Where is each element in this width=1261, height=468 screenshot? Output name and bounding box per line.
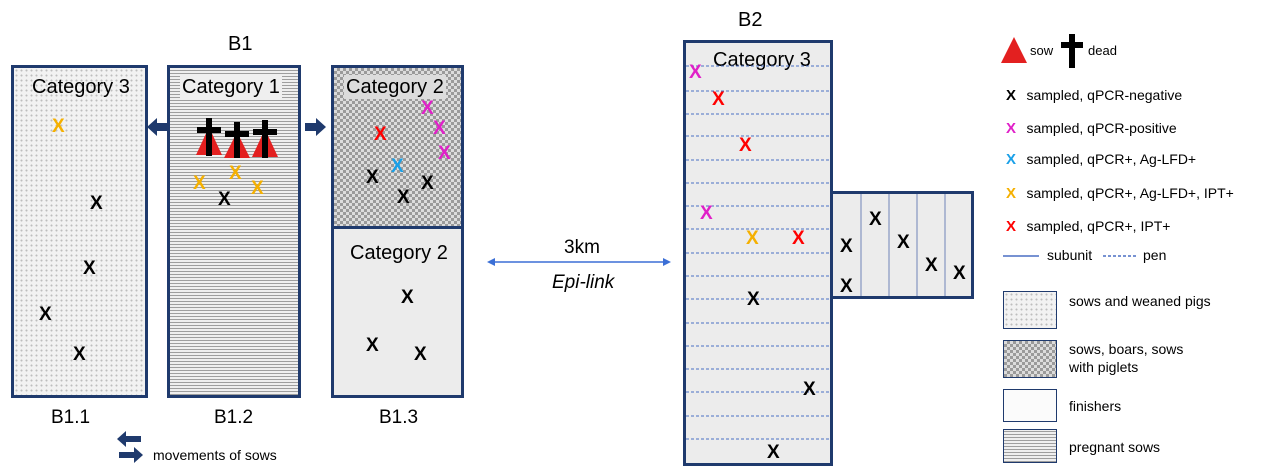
sample-marker: X xyxy=(433,118,446,139)
unit-b1-1-category: Category 3 xyxy=(32,76,130,98)
legend-swatch-checker xyxy=(1003,340,1057,378)
sample-marker: X xyxy=(52,116,65,137)
pen-line-icon xyxy=(1103,255,1137,257)
sample-marker: X xyxy=(792,228,805,249)
legend-ipt-marker: X xyxy=(1006,218,1017,235)
legend-plain-label: finishers xyxy=(1069,398,1122,414)
epi-link-arrow xyxy=(487,258,671,266)
movements-of-sows-icon xyxy=(117,431,143,463)
legend-lines-label: pregnant sows xyxy=(1069,439,1161,455)
sample-marker: X xyxy=(39,304,52,325)
legend-dead-label: dead xyxy=(1088,43,1117,58)
legend-lfd: X sampled, qPCR+, Ag-LFD+ xyxy=(1006,150,1196,170)
sample-marker: X xyxy=(767,442,780,463)
farm-b2-label: B2 xyxy=(738,9,763,31)
movement-arrow-left-icon xyxy=(147,118,168,136)
sample-marker: X xyxy=(193,173,206,194)
unit-b1-1-label: B1.1 xyxy=(51,407,91,428)
sample-marker: X xyxy=(421,173,434,194)
sample-marker: X xyxy=(218,189,231,210)
sample-marker: X xyxy=(374,124,387,145)
link-type: Epi-link xyxy=(552,272,615,293)
unit-b1-2-label: B1.2 xyxy=(214,407,254,428)
movement-arrow-right-icon xyxy=(305,118,326,136)
legend-swatch-lines xyxy=(1003,429,1057,463)
sample-marker: X xyxy=(739,135,752,156)
b2-subunit-dividers xyxy=(860,194,946,296)
sample-marker: X xyxy=(840,236,853,257)
legend-swatch-plain xyxy=(1003,389,1057,422)
sample-marker: X xyxy=(897,232,910,253)
unit-b1-3-upper-category: Category 2 xyxy=(344,75,446,99)
legend-ipt-label: sampled, qPCR+, IPT+ xyxy=(1026,218,1171,234)
legend-checker-label: sows, boars, sows with piglets xyxy=(1069,341,1184,375)
sample-marker: X xyxy=(414,344,427,365)
sample-marker: X xyxy=(438,143,451,164)
legend-lfd-ipt-marker: X xyxy=(1006,185,1017,202)
legend-positive-label: sampled, qPCR-positive xyxy=(1026,120,1177,136)
sample-marker: X xyxy=(391,156,404,177)
legend-lfd-ipt: X sampled, qPCR+, Ag-LFD+, IPT+ xyxy=(1006,184,1234,204)
legend-positive-marker: X xyxy=(1006,120,1017,137)
dead-icon xyxy=(1061,34,1083,68)
movements-of-sows-label: movements of sows xyxy=(153,447,277,463)
sample-marker: X xyxy=(869,209,882,230)
unit-b1-3-lower: Category 2 xyxy=(331,226,464,398)
legend-dots-label: sows and weaned pigs xyxy=(1069,293,1211,309)
legend-negative-label: sampled, qPCR-negative xyxy=(1026,87,1183,103)
legend-lfd-marker: X xyxy=(1006,151,1017,168)
sample-marker: X xyxy=(953,263,966,284)
link-distance: 3km xyxy=(564,237,600,258)
unit-b2-wing xyxy=(830,191,974,299)
dead-icon xyxy=(253,120,277,158)
sample-marker: X xyxy=(689,62,702,83)
b2-pen-dividers xyxy=(686,65,830,440)
dead-icon xyxy=(197,118,221,156)
legend-sow-label: sow xyxy=(1030,43,1054,58)
sample-marker: X xyxy=(746,228,759,249)
sample-marker: X xyxy=(421,98,434,119)
sample-marker: X xyxy=(251,178,264,199)
legend-lfd-label: sampled, qPCR+, Ag-LFD+ xyxy=(1026,151,1197,167)
sample-marker: X xyxy=(397,187,410,208)
sample-marker: X xyxy=(803,379,816,400)
sample-marker: X xyxy=(840,276,853,297)
sample-marker: X xyxy=(712,89,725,110)
subunit-line-icon xyxy=(1003,255,1039,257)
unit-b1-2-category: Category 1 xyxy=(180,75,282,99)
sample-marker: X xyxy=(401,287,414,308)
unit-b1-3-lower-category: Category 2 xyxy=(350,242,448,264)
dead-icon xyxy=(225,122,249,158)
legend-lfd-ipt-label: sampled, qPCR+, Ag-LFD+, IPT+ xyxy=(1026,185,1234,201)
sample-marker: X xyxy=(700,203,713,224)
legend-pen-label: pen xyxy=(1143,247,1167,263)
legend-negative-marker: X xyxy=(1006,87,1017,104)
sample-marker: X xyxy=(90,193,103,214)
sample-marker: X xyxy=(83,258,96,279)
legend-ipt: X sampled, qPCR+, IPT+ xyxy=(1006,217,1170,237)
sample-marker: X xyxy=(925,255,938,276)
sow-icon xyxy=(1001,37,1027,63)
unit-b1-2: Category 1 xyxy=(167,65,301,398)
legend-subunit-label: subunit xyxy=(1047,247,1093,263)
sample-marker: X xyxy=(366,167,379,188)
legend-negative: X sampled, qPCR-negative xyxy=(1006,86,1182,106)
sample-marker: X xyxy=(229,163,242,184)
sample-marker: X xyxy=(747,289,760,310)
unit-b1-3-upper: Category 2 xyxy=(331,65,464,229)
unit-b1-3-label: B1.3 xyxy=(379,407,419,428)
legend-positive: X sampled, qPCR-positive xyxy=(1006,119,1177,139)
farm-b1-label: B1 xyxy=(228,33,253,55)
sample-marker: X xyxy=(366,335,379,356)
legend-swatch-dots xyxy=(1003,291,1057,329)
sample-marker: X xyxy=(73,344,86,365)
unit-b1-1: Category 3 xyxy=(11,65,148,398)
